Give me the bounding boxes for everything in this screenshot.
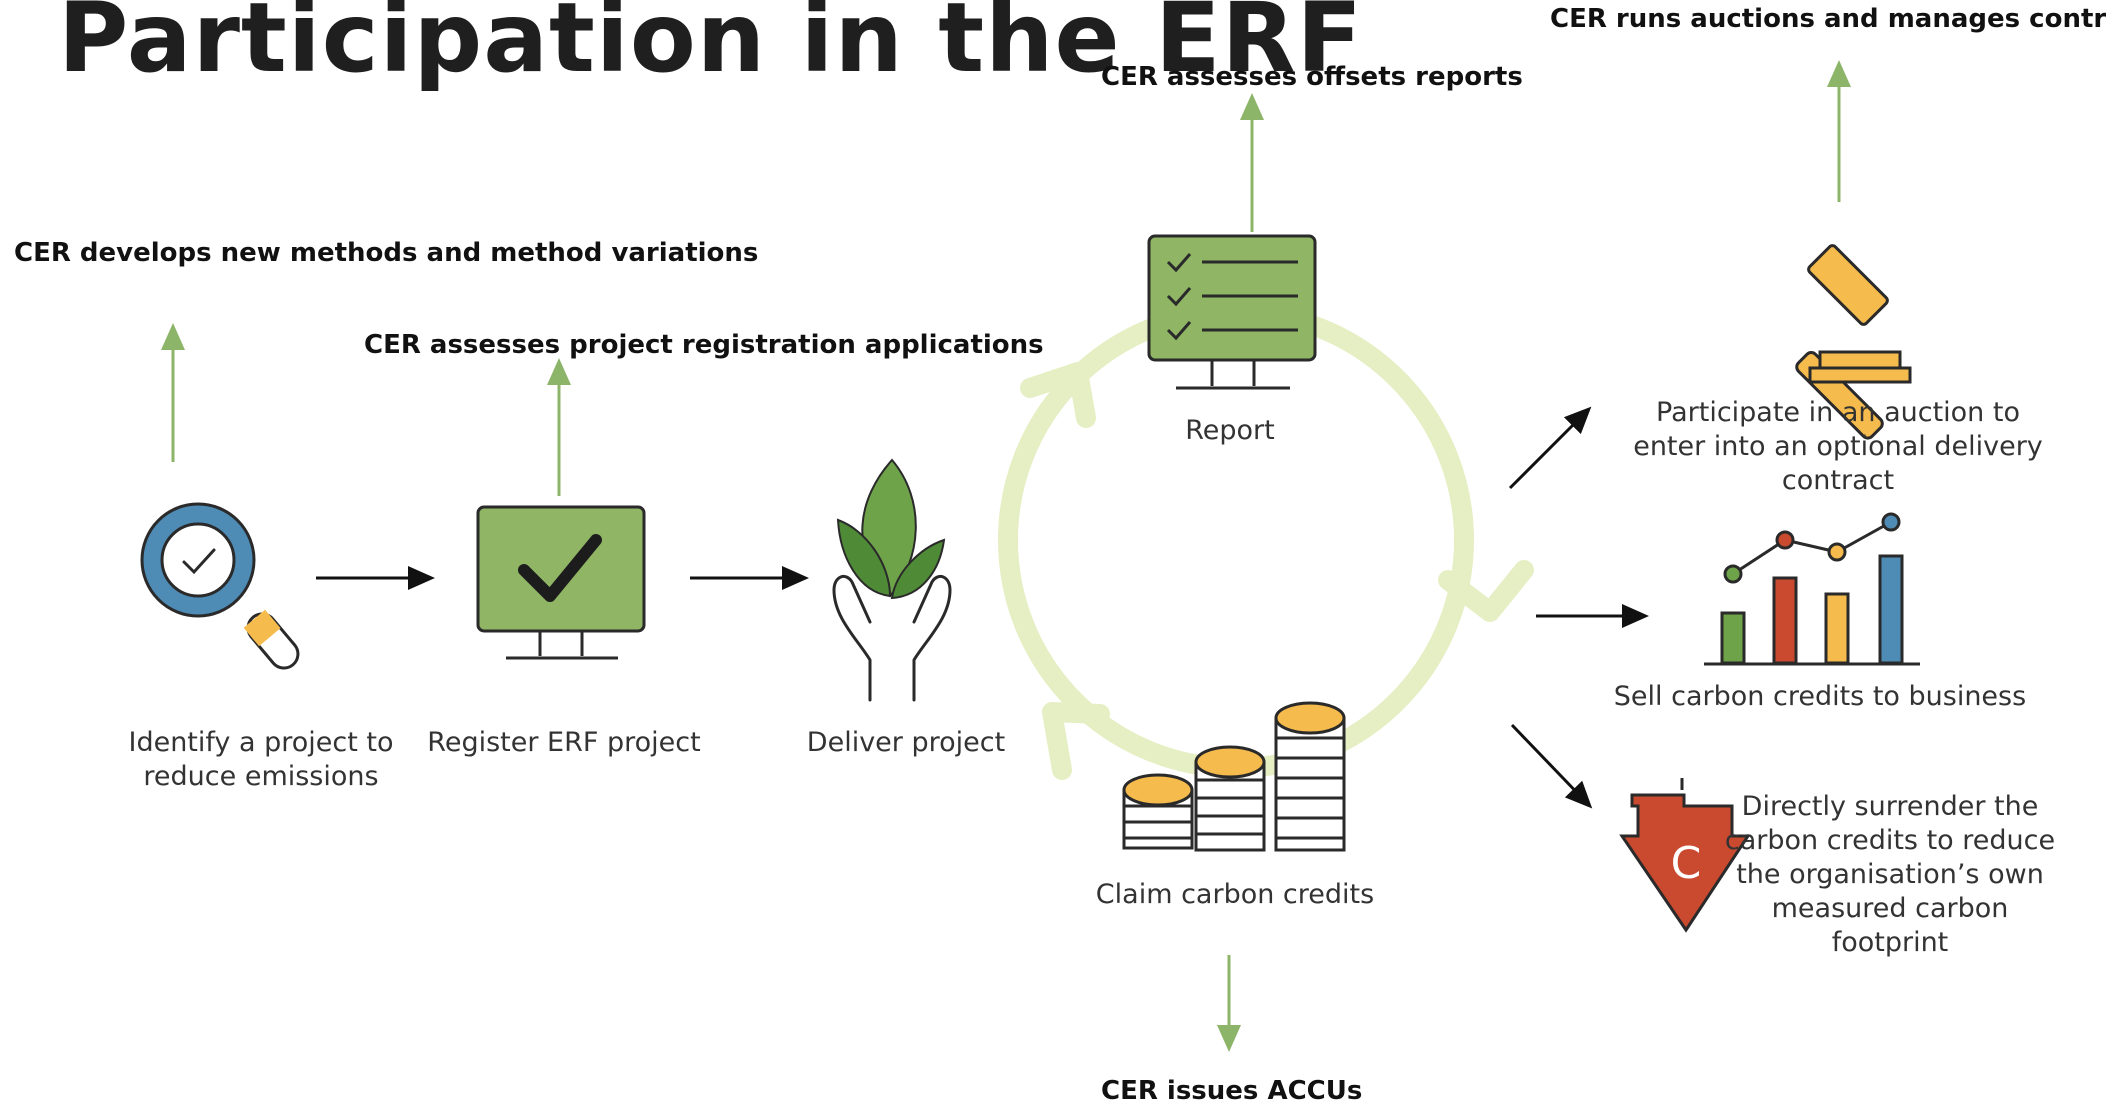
monitor-check-icon <box>476 505 646 660</box>
flow-arrows <box>316 406 1649 809</box>
label-surrender: Directly surrender the carbon credits to… <box>1724 791 2056 958</box>
cycle-arrowhead-bottom <box>1042 702 1110 780</box>
label-claim: Claim carbon credits <box>1095 879 1375 910</box>
cycle-arrowhead-right <box>1438 560 1534 622</box>
coin-stacks-icon <box>1122 701 1346 852</box>
arrow-to-surrender <box>1510 723 1593 809</box>
cer-note-registration: CER assesses project registration applic… <box>364 330 1044 360</box>
label-auction: Participate in an auction to enter into … <box>1633 397 2043 496</box>
magnifier-check-icon <box>140 502 300 670</box>
page-title: Participation in the ERF <box>58 0 1364 94</box>
label-sell: Sell carbon credits to business <box>1613 681 2027 712</box>
carbon-letter: C <box>1671 838 1702 889</box>
cer-note-methods: CER develops new methods and method vari… <box>14 238 759 268</box>
cer-note-offsets-reports: CER assesses offsets reports <box>1101 62 1523 92</box>
bar-chart-icon <box>1704 512 1920 666</box>
monitor-checklist-icon <box>1147 234 1317 390</box>
cer-note-auctions: CER runs auctions and manages contracts <box>1550 4 2106 34</box>
cer-arrows <box>161 60 1851 1052</box>
delivery-cycle <box>998 302 1534 780</box>
label-register: Register ERF project <box>427 727 701 758</box>
cycle-arrowhead-top <box>1020 362 1096 428</box>
hands-plant-icon <box>832 458 952 702</box>
label-identify: Identify a project to reduce emissions <box>128 727 394 792</box>
arrow-to-auction <box>1508 406 1592 490</box>
carbon-arrow-down-icon <box>1619 778 1751 933</box>
cer-note-issues: CER issues ACCUs <box>1101 1076 1363 1106</box>
gavel-icon <box>1795 244 1912 440</box>
label-report: Report <box>1185 415 1275 446</box>
label-deliver: Deliver project <box>806 727 1006 758</box>
